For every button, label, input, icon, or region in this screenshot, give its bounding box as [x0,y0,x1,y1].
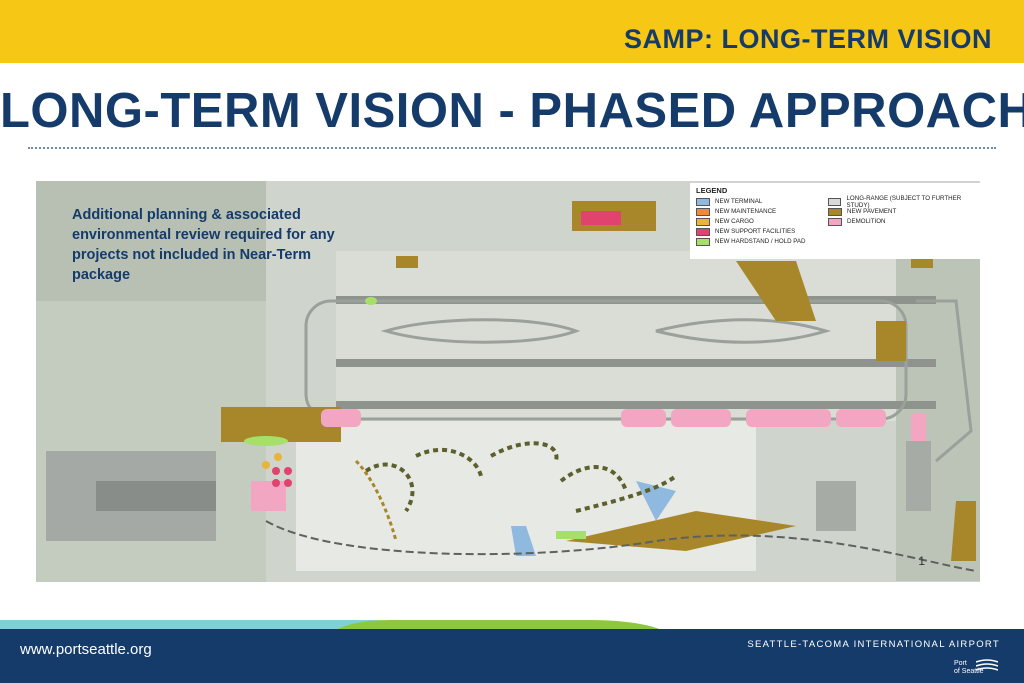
title-divider [28,147,996,149]
port-wave-icon [976,659,998,671]
section-title: SAMP: LONG-TERM VISION [624,24,992,54]
footer: www.portseattle.org SEATTLE-TACOMA INTER… [0,629,1024,683]
legend-swatch [696,227,710,236]
legend-swatch [828,197,842,206]
legend-swatch [828,217,842,226]
map-legend: LEGEND NEW TERMINAL NEW MAINTENANCE NEW … [690,183,980,259]
airport-map: Additional planning & associated environ… [36,181,980,582]
legend-item: NEW PAVEMENT [828,207,896,216]
legend-swatch [696,217,710,226]
legend-swatch [828,207,842,216]
legend-label: NEW SUPPORT FACILITIES [715,228,796,235]
legend-item: NEW CARGO [696,217,754,226]
legend-item: NEW MAINTENANCE [696,207,776,216]
logo-text-seattle: of Seattle [954,668,984,675]
legend-swatch [696,237,710,246]
legend-title: LEGEND [696,186,728,195]
legend-item: LONG-RANGE (SUBJECT TO FURTHER STUDY) [828,194,980,209]
legend-swatch [696,207,710,216]
header-band: SAMP: LONG-TERM VISION [0,0,1024,63]
airport-name: SEATTLE-TACOMA INTERNATIONAL AIRPORT [747,639,1000,650]
page-title: LONG-TERM VISION - PHASED APPROACH [0,84,1024,138]
legend-item: NEW SUPPORT FACILITIES [696,227,795,236]
planning-note: Additional planning & associated environ… [72,207,335,283]
legend-label: DEMOLITION [847,218,886,225]
map-page-number: 1 [918,554,925,568]
legend-label: NEW HARDSTAND / HOLD PAD [715,238,806,245]
logo-text-port: Port [954,660,967,667]
port-of-seattle-logo: Port of Seattle [954,656,998,680]
legend-item: DEMOLITION [828,217,886,226]
legend-label: LONG-RANGE (SUBJECT TO FURTHER STUDY) [846,194,962,209]
legend-swatch [696,197,710,206]
legend-label: NEW MAINTENANCE [715,208,777,215]
legend-label: NEW TERMINAL [715,198,763,205]
website-link[interactable]: www.portseattle.org [20,641,152,658]
legend-label: NEW CARGO [715,218,754,225]
legend-item: NEW TERMINAL [696,197,762,206]
legend-label: NEW PAVEMENT [847,208,897,215]
legend-item: NEW HARDSTAND / HOLD PAD [696,237,806,246]
